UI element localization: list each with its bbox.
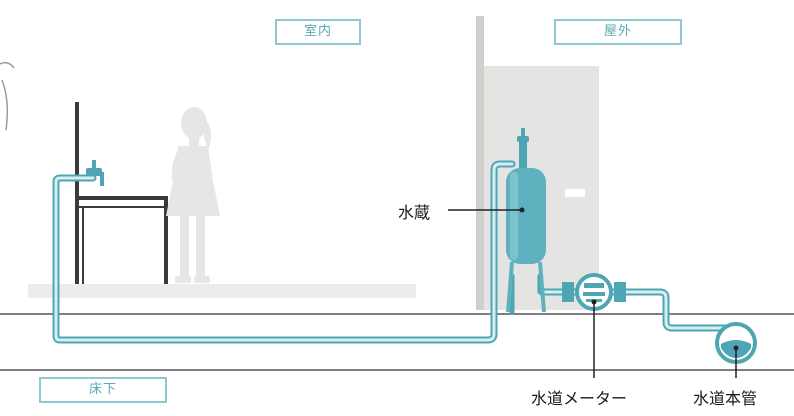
main-leader-dot (733, 345, 739, 351)
indoor-floor (28, 284, 416, 298)
underfloor-zone-tag: 床下 (39, 377, 167, 403)
main-pipe-label: 水道本管 (693, 389, 758, 408)
water-main-pipe (715, 322, 757, 364)
wall-post (476, 16, 484, 310)
tank-leader-dot (519, 207, 525, 213)
outdoor-zone-tag: 屋外 (554, 19, 682, 45)
wall-fixture (565, 189, 585, 197)
faucet-icon (86, 160, 104, 186)
meter-label: 水道メーター (531, 389, 628, 408)
tank-label: 水蔵 (398, 203, 431, 222)
water-tank (506, 128, 546, 313)
sink-counter (78, 196, 168, 284)
interior-wall (75, 102, 79, 284)
indoor-zone-tag: 室内 (275, 19, 361, 45)
meter-leader-dot (591, 299, 597, 305)
water-meter (562, 273, 626, 311)
person-silhouette (166, 107, 220, 283)
left-edge-marks (0, 61, 15, 131)
